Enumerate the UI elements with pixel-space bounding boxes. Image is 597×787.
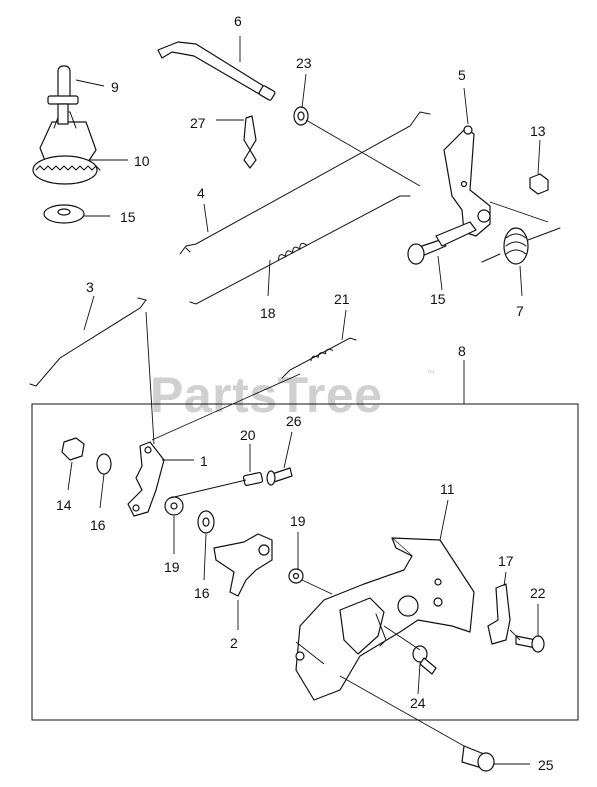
part-rod-3[interactable] (29, 297, 147, 387)
callout-8[interactable]: 8 (458, 343, 466, 359)
callout-14[interactable]: 14 (56, 497, 72, 513)
part-lever-1[interactable] (127, 441, 165, 517)
part-spring-21[interactable] (281, 337, 357, 379)
callout-labels: 9 10 15 6 23 27 5 13 4 18 15 7 3 21 8 1 … (56, 13, 554, 773)
callout-16-lower[interactable]: 16 (194, 585, 210, 601)
watermark-text: PartsTree (150, 367, 382, 423)
part-bolt-24[interactable] (412, 645, 437, 675)
part-bracket-17[interactable] (487, 583, 511, 645)
callout-24[interactable]: 24 (410, 695, 426, 711)
part-bracket-5[interactable] (443, 125, 491, 237)
part-bolt-15-right[interactable] (407, 221, 477, 265)
callout-13[interactable]: 13 (530, 123, 546, 139)
part-link-rod-4[interactable] (179, 111, 431, 255)
callout-17[interactable]: 17 (498, 553, 514, 569)
rod-4-bend (185, 247, 191, 253)
callout-11[interactable]: 11 (440, 481, 455, 497)
part-bolt-22[interactable] (515, 635, 545, 653)
callout-21[interactable]: 21 (334, 291, 350, 307)
callout-23[interactable]: 23 (296, 55, 312, 71)
callout-18[interactable]: 18 (260, 305, 276, 321)
part-governor-gear-10[interactable] (32, 103, 101, 185)
leader-lines (67, 36, 549, 765)
callout-5[interactable]: 5 (458, 67, 466, 83)
callout-19-left[interactable]: 19 (164, 559, 180, 575)
part-screw-26[interactable] (266, 467, 293, 486)
part-governor-arm-6[interactable] (157, 41, 276, 101)
callout-7[interactable]: 7 (516, 303, 524, 319)
callout-15-left[interactable]: 15 (120, 209, 136, 225)
part-washer-16-lower[interactable] (197, 510, 215, 534)
callout-1[interactable]: 1 (200, 453, 208, 469)
part-spring-link-18[interactable] (189, 195, 411, 305)
callout-27[interactable]: 27 (190, 115, 206, 131)
part-spring-7[interactable] (481, 227, 561, 265)
part-plate-2[interactable] (213, 533, 273, 597)
watermark-trademark: ™ (426, 368, 435, 378)
callout-20[interactable]: 20 (240, 427, 256, 443)
callout-25[interactable]: 25 (538, 757, 554, 773)
callout-2[interactable]: 2 (230, 635, 238, 651)
part-washer-19-right[interactable] (288, 568, 304, 584)
part-washer-15-left[interactable] (43, 204, 85, 224)
callout-16-upper[interactable]: 16 (90, 517, 106, 533)
part-bolt-25[interactable] (461, 745, 495, 772)
assembly-boundary-box (31, 403, 579, 721)
part-washer-19-left[interactable] (164, 496, 184, 516)
callout-9[interactable]: 9 (111, 79, 119, 95)
part-nut-13[interactable] (529, 173, 549, 195)
watermark: PartsTree ™ (150, 367, 435, 423)
part-nut-14[interactable] (61, 437, 85, 461)
callout-15-right[interactable]: 15 (430, 291, 446, 307)
part-washer-23[interactable] (293, 106, 309, 126)
callout-6[interactable]: 6 (234, 13, 242, 29)
part-control-plate-11[interactable] (295, 537, 475, 701)
part-screw-20[interactable] (242, 472, 264, 486)
callout-19-right[interactable]: 19 (290, 513, 306, 529)
callout-4[interactable]: 4 (197, 185, 205, 201)
callout-22[interactable]: 22 (530, 585, 546, 601)
part-pin-27[interactable] (243, 115, 257, 169)
callout-10[interactable]: 10 (134, 153, 150, 169)
callout-26[interactable]: 26 (286, 413, 302, 429)
callout-3[interactable]: 3 (86, 279, 94, 295)
part-washer-16-upper[interactable] (96, 453, 112, 475)
part-shaft-9[interactable] (47, 65, 79, 105)
